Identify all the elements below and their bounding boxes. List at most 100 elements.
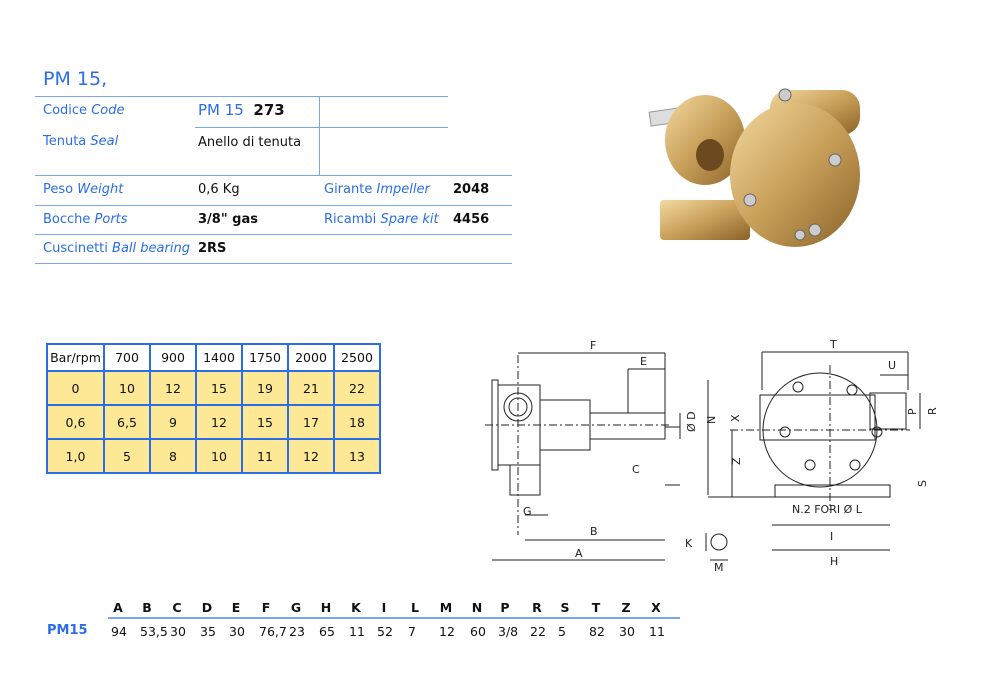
dim-label-G: G [523,505,532,518]
dim-value: 53,5 [140,624,168,639]
weight-label: Peso Weight [43,182,124,197]
dim-label-P: P [906,408,919,415]
dim-letter: A [113,600,123,615]
cell: 17 [287,404,335,440]
cell: 11 [241,438,289,474]
dim-value: 30 [619,624,635,639]
dim-label-A: A [575,547,583,560]
impeller-label: Girante Impeller [324,182,430,197]
dim-label-F: F [590,339,596,352]
dim-label-Z: Z [730,457,743,465]
cell: 10 [195,438,243,474]
dim-value: 60 [470,624,486,639]
dim-label-K: K [685,537,693,550]
cell: 12 [149,370,197,406]
cell: 15 [195,370,243,406]
dim-label-R: R [926,407,939,415]
spare-value: 4456 [453,212,490,227]
dim-letter: I [381,600,387,615]
cell: 8 [149,438,197,474]
dim-letter: P [500,600,510,615]
product-title: PM 15, [43,68,108,90]
dim-value: 23 [289,624,305,639]
dim-letter: D [201,600,213,615]
ports-value: 3/8" gas [198,212,258,227]
code-label: Codice Code [43,103,125,118]
header-cell: 2500 [333,343,381,372]
cell: 0,6 [46,404,105,440]
weight-value: 0,6 Kg [198,182,240,197]
cell: 18 [333,404,381,440]
divider [195,127,448,128]
dim-value: 11 [349,624,365,639]
dim-label-D: Ø D [685,411,698,432]
divider [319,96,320,175]
header-cell: 1400 [195,343,243,372]
dim-label-N: N [705,416,718,424]
dim-label-E: E [640,355,647,368]
dim-label-M: M [714,561,724,574]
dim-value: 35 [200,624,216,639]
cell: 15 [241,404,289,440]
dim-value: 30 [170,624,186,639]
divider [35,234,512,235]
dim-letter: C [172,600,182,615]
seal-value: Anello di tenuta [198,135,302,150]
cell: 0 [46,370,105,406]
dim-value: 5 [558,624,566,639]
dim-letter: N [471,600,483,615]
bearing-value: 2RS [198,241,227,256]
dim-value: 3/8 [498,624,519,639]
dim-letter: K [351,600,361,615]
divider [35,175,512,176]
dim-value: 11 [649,624,665,639]
cell: 13 [333,438,381,474]
dim-letter: S [560,600,570,615]
dim-value: 12 [439,624,455,639]
header-cell: 1750 [241,343,289,372]
header-cell: 700 [103,343,151,372]
cell: 22 [333,370,381,406]
code-value: PM 15 273 [198,101,285,119]
ports-label: Bocche Ports [43,212,128,227]
cell: 5 [103,438,151,474]
front-view [707,351,921,551]
cell: 9 [149,404,197,440]
dim-letter: F [261,600,271,615]
dim-label-I: I [830,530,833,543]
model-label: PM15 [47,623,88,638]
dim-label-B: B [590,525,598,538]
cell: 10 [103,370,151,406]
dim-letter: H [320,600,332,615]
holes-label: N.2 FORI Ø L [792,503,863,516]
dim-letter: R [532,600,542,615]
header-cell: 900 [149,343,197,372]
dim-value: 82 [589,624,605,639]
dim-label-U: U [888,359,896,372]
dim-letter: Z [621,600,631,615]
dim-letter: M [439,600,453,615]
dim-letter: X [651,600,661,615]
spare-label: Ricambi Spare kit [324,212,439,227]
impeller-value: 2048 [453,182,490,197]
dim-letter: L [411,600,419,615]
dim-value: 76,7 [259,624,287,639]
cell: 19 [241,370,289,406]
cell: 6,5 [103,404,151,440]
cell: 12 [195,404,243,440]
dim-label-C: C [632,463,640,476]
divider [35,96,448,97]
dim-letter: E [231,600,241,615]
side-view [485,352,681,561]
dim-letter: T [591,600,601,615]
dim-label-T: T [829,338,837,351]
cell: 21 [287,370,335,406]
dim-value: 22 [530,624,546,639]
dim-label-X: X [729,414,742,422]
divider [35,205,512,206]
